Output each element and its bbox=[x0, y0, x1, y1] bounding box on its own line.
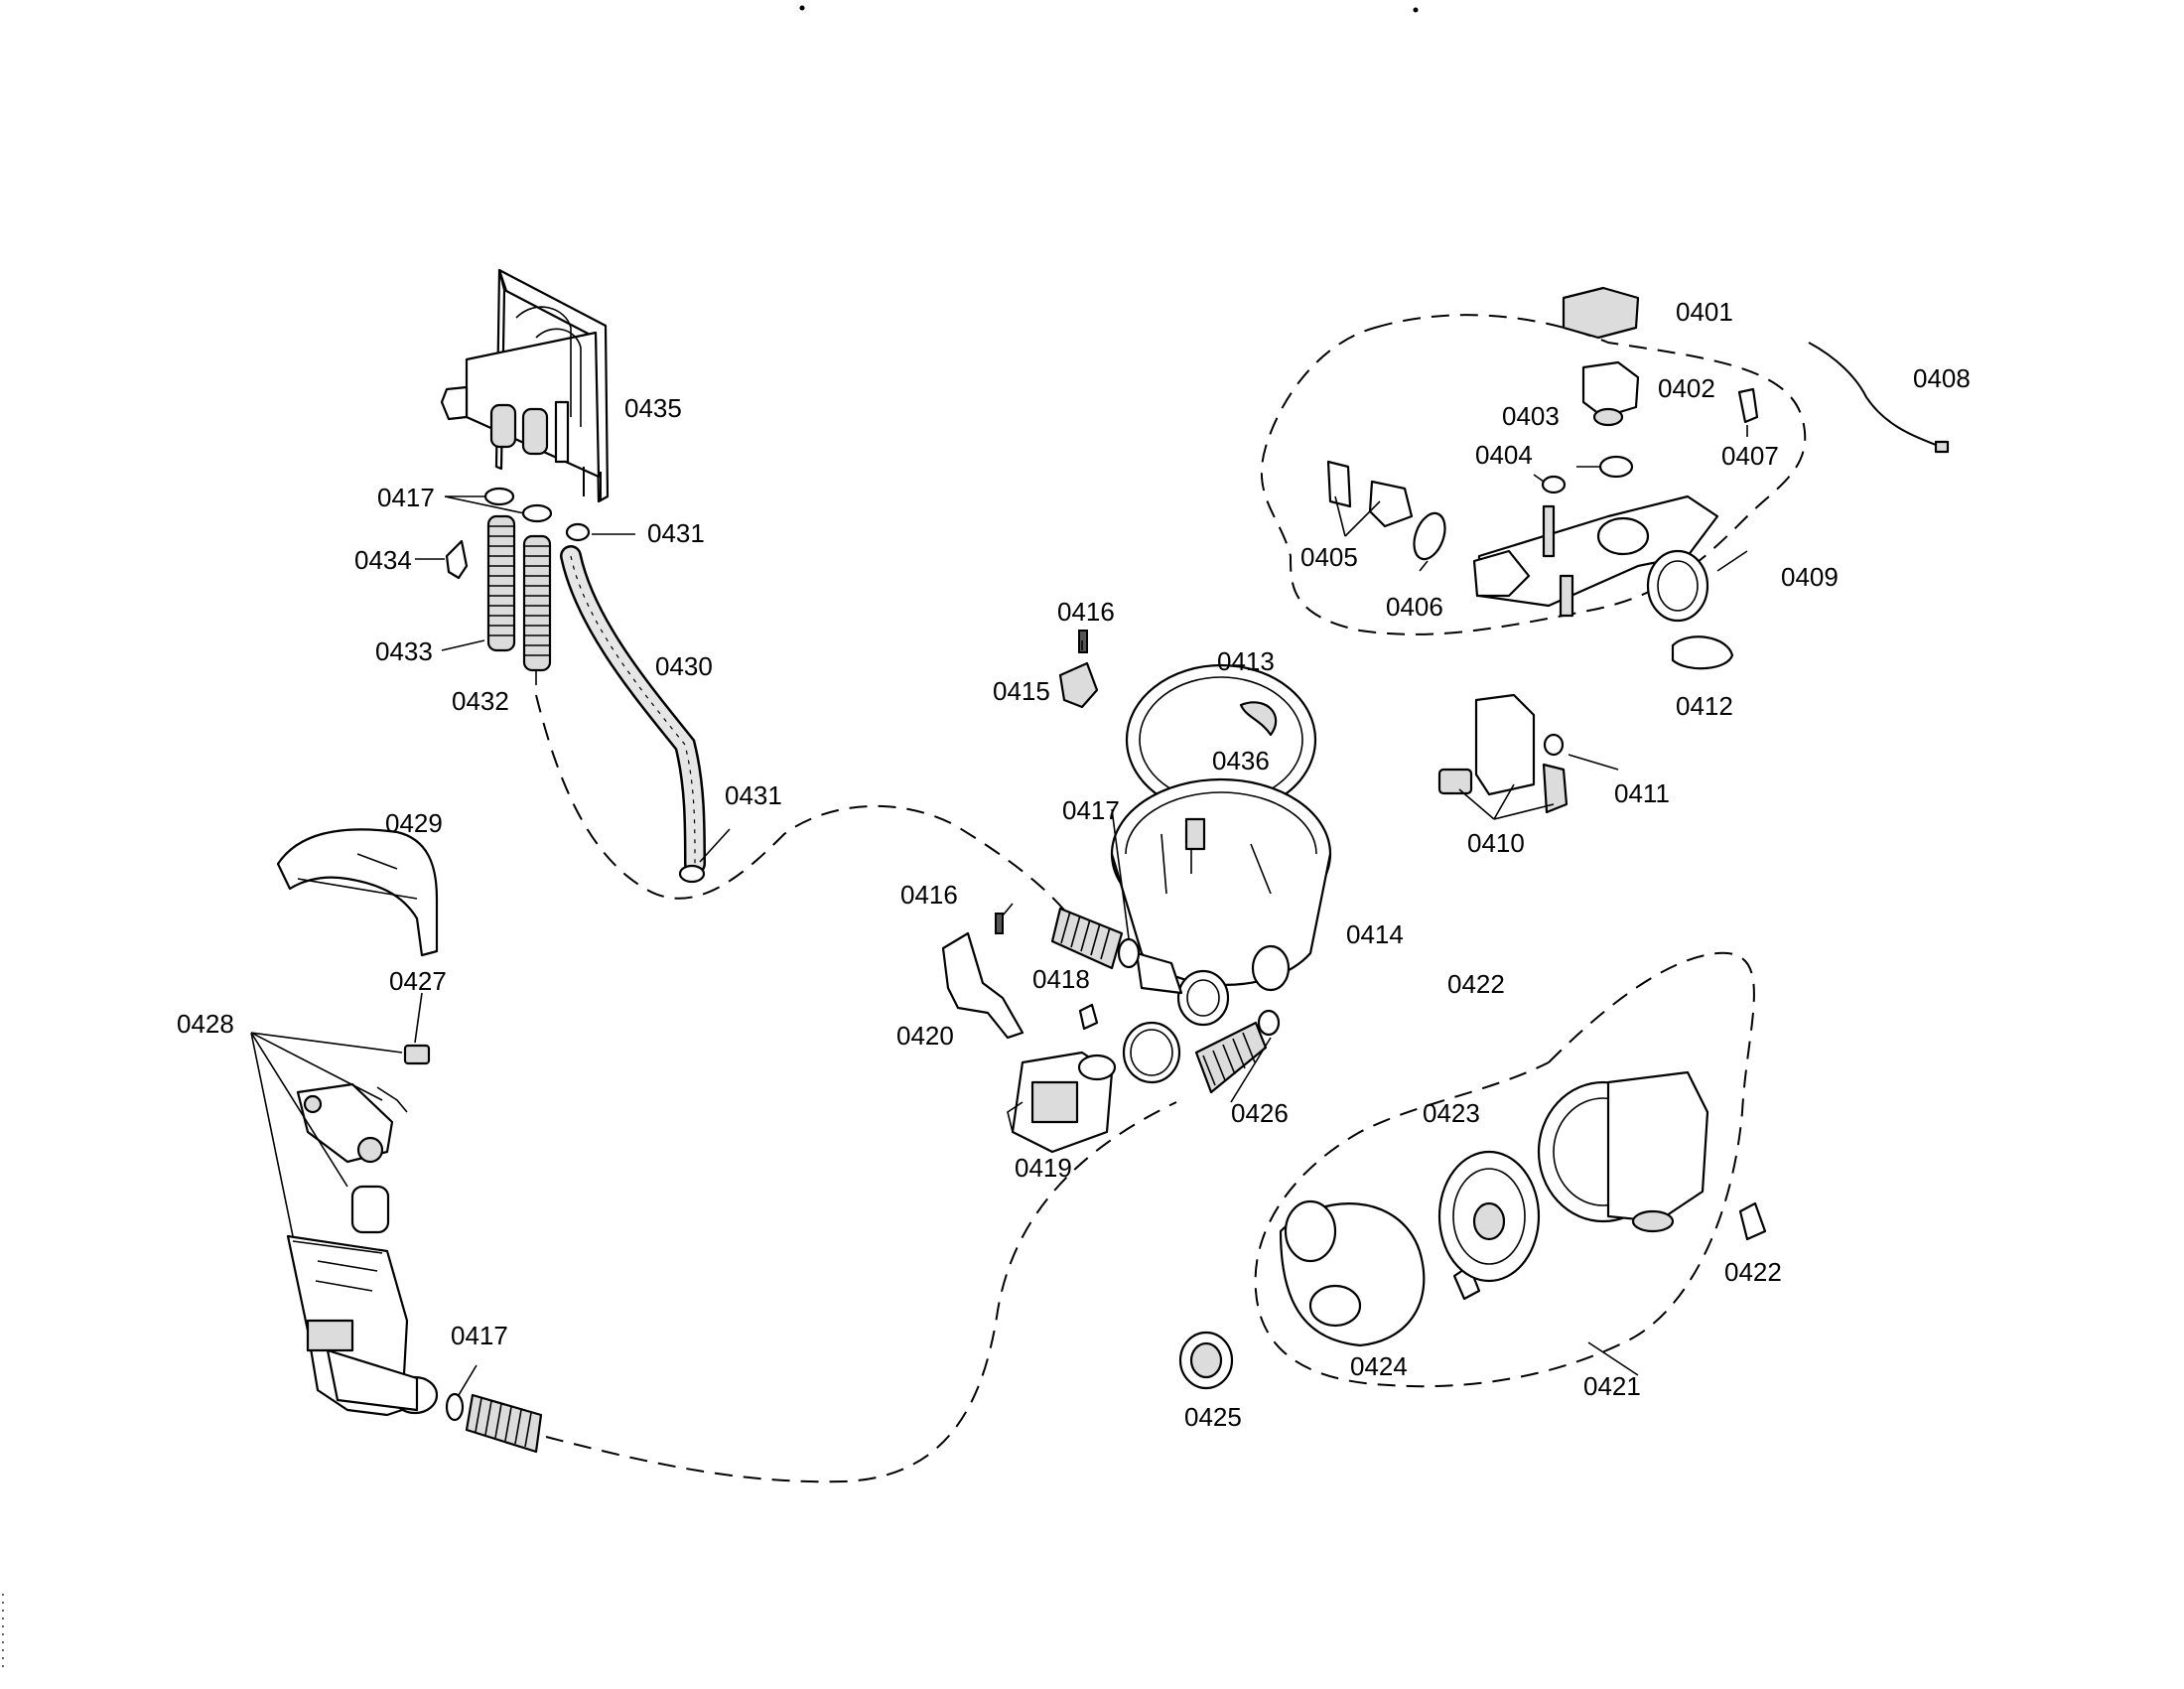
part-0408-connector bbox=[1934, 440, 1950, 454]
part-0412-clamp bbox=[1671, 635, 1734, 670]
label-0433: 0433 bbox=[375, 636, 433, 666]
sump-seal-ring bbox=[1122, 1021, 1181, 1084]
label-0422-top: 0422 bbox=[1447, 969, 1505, 999]
part-0410-housing bbox=[1474, 693, 1536, 796]
part-0417-ring-b bbox=[521, 503, 553, 523]
label-0408: 0408 bbox=[1913, 363, 1971, 393]
part-0432-corrugated-hose bbox=[522, 534, 552, 672]
part-0421-motor bbox=[1537, 1070, 1709, 1233]
label-0417-mid: 0417 bbox=[1062, 795, 1120, 825]
label-0428: 0428 bbox=[177, 1009, 234, 1039]
part-0403-ring bbox=[1598, 455, 1634, 479]
label-0409: 0409 bbox=[1781, 562, 1839, 592]
part-0418-clip bbox=[1078, 1003, 1099, 1031]
label-0413: 0413 bbox=[1217, 646, 1275, 676]
label-0412: 0412 bbox=[1676, 691, 1733, 721]
label-0407: 0407 bbox=[1721, 441, 1779, 471]
part-0429-cover bbox=[276, 828, 439, 957]
part-0417-hose-mid bbox=[1050, 907, 1124, 970]
part-0414-sump bbox=[1110, 777, 1332, 1027]
label-0430: 0430 bbox=[655, 651, 713, 681]
part-0401-cover bbox=[1562, 286, 1640, 340]
label-0435: 0435 bbox=[624, 393, 682, 423]
label-0436: 0436 bbox=[1212, 746, 1270, 775]
part-0411-sensor bbox=[1542, 763, 1569, 814]
part-0428-assembly bbox=[286, 1082, 439, 1417]
label-0404: 0404 bbox=[1475, 440, 1533, 470]
label-0414: 0414 bbox=[1346, 919, 1404, 949]
part-0417-ring-c bbox=[445, 1392, 465, 1422]
label-0419: 0419 bbox=[1015, 1153, 1072, 1183]
label-0421: 0421 bbox=[1583, 1371, 1641, 1401]
part-0422-clip-b bbox=[1738, 1201, 1767, 1241]
label-0429: 0429 bbox=[385, 808, 443, 838]
part-0407-clip bbox=[1737, 387, 1759, 424]
part-0436-filter-insert bbox=[1239, 701, 1278, 737]
label-0405: 0405 bbox=[1300, 542, 1358, 572]
hose-route-line-lower bbox=[545, 1101, 1177, 1483]
part-0431-clamp-top bbox=[565, 522, 591, 542]
label-0416-top: 0416 bbox=[1057, 597, 1115, 627]
part-0420-bracket bbox=[941, 931, 1024, 1040]
part-0423-impeller-cover bbox=[1437, 1150, 1541, 1283]
label-0417-bottom: 0417 bbox=[451, 1321, 508, 1350]
label-0402: 0402 bbox=[1658, 373, 1715, 403]
label-0431-top: 0431 bbox=[647, 518, 705, 548]
label-0401: 0401 bbox=[1676, 297, 1733, 327]
part-0417-hose-section bbox=[465, 1393, 543, 1454]
label-0416-bottom: 0416 bbox=[900, 880, 958, 910]
label-0403: 0403 bbox=[1502, 401, 1560, 431]
label-0432: 0432 bbox=[452, 686, 509, 716]
part-0411-ball bbox=[1543, 733, 1565, 757]
label-0406: 0406 bbox=[1386, 592, 1443, 622]
part-0424-pump-housing bbox=[1279, 1199, 1426, 1347]
label-0418: 0418 bbox=[1032, 964, 1090, 994]
hose-route-line-upper bbox=[535, 694, 1068, 915]
part-0408-wire bbox=[1808, 342, 1942, 448]
part-0433-corrugated-hose bbox=[486, 514, 516, 652]
label-0423: 0423 bbox=[1423, 1098, 1480, 1128]
part-0416-screw-a bbox=[1078, 630, 1088, 653]
label-0434: 0434 bbox=[354, 545, 412, 575]
part-0419-drain-pump bbox=[1007, 1051, 1117, 1154]
part-0416-screw-b bbox=[995, 913, 1004, 934]
part-0426-ring bbox=[1257, 1009, 1281, 1037]
part-0426-hose bbox=[1194, 1021, 1268, 1094]
label-0431-bottom: 0431 bbox=[725, 780, 782, 810]
label-0417-top: 0417 bbox=[377, 483, 435, 512]
label-0426: 0426 bbox=[1231, 1098, 1289, 1128]
part-0417-ring-mid bbox=[1117, 937, 1141, 969]
part-0406-ring bbox=[1413, 511, 1446, 561]
label-0422-right: 0422 bbox=[1724, 1257, 1782, 1287]
part-0434-clip bbox=[445, 539, 469, 580]
part-0404-ring bbox=[1541, 475, 1567, 494]
part-0415-bracket bbox=[1058, 661, 1099, 709]
label-0427: 0427 bbox=[389, 966, 447, 996]
label-0424: 0424 bbox=[1350, 1351, 1408, 1381]
part-0410-connector bbox=[1437, 768, 1473, 795]
part-0405-sensor bbox=[1326, 460, 1414, 528]
label-0411: 0411 bbox=[1614, 778, 1670, 808]
part-0427-clip bbox=[403, 1044, 431, 1065]
pump-group-outline bbox=[1254, 951, 1755, 1388]
label-0415: 0415 bbox=[993, 676, 1050, 706]
part-0402-valve-head bbox=[1581, 360, 1640, 427]
label-0420: 0420 bbox=[896, 1021, 954, 1051]
part-0425-grommet bbox=[1178, 1331, 1234, 1390]
part-0417-ring-a bbox=[483, 487, 515, 506]
label-0410: 0410 bbox=[1467, 828, 1525, 858]
label-0425: 0425 bbox=[1184, 1402, 1242, 1432]
part-0409-valve-assembly bbox=[1472, 494, 1719, 623]
part-0431-clamp-bottom bbox=[678, 864, 706, 884]
part-0435-bracket bbox=[440, 268, 610, 503]
